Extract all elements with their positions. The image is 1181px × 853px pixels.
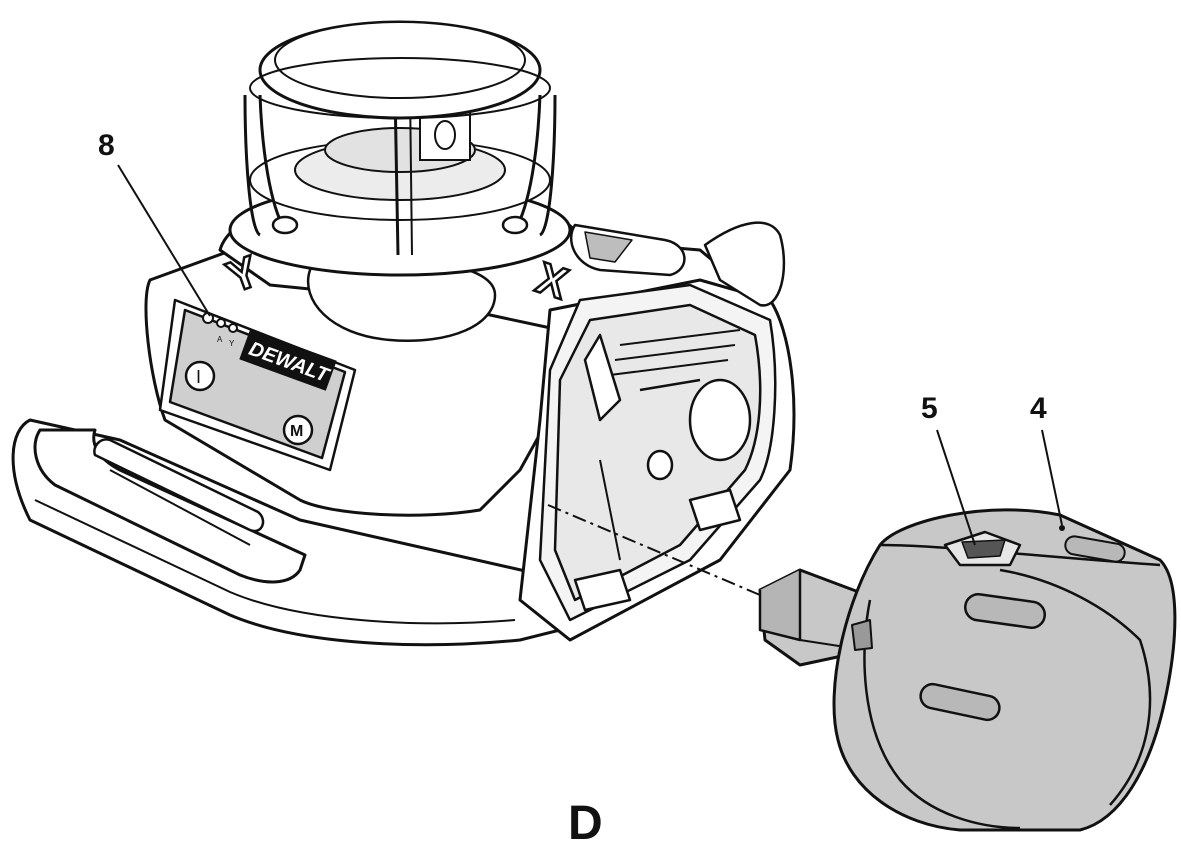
leader-line-4 (1041, 429, 1063, 526)
power-button-symbol: I (196, 367, 201, 387)
power-button[interactable] (184, 360, 216, 392)
mode-button[interactable] (282, 414, 314, 446)
status-led-3 (228, 323, 238, 333)
leader-line-5 (936, 429, 976, 546)
battery-bay (538, 283, 777, 622)
mode-button-symbol: M (290, 423, 303, 440)
rotating-head (228, 20, 572, 277)
figure-label: D (568, 797, 603, 850)
callout-5: 5 (921, 392, 938, 425)
led-label-1: A (217, 335, 223, 344)
callout-8: 8 (98, 129, 115, 162)
leader-line-8 (117, 164, 211, 317)
insertion-path (547, 504, 761, 596)
leader-dot-4 (1059, 525, 1065, 531)
status-led-2 (216, 318, 226, 328)
led-label-2: Y (229, 339, 235, 348)
callout-4: 4 (1030, 392, 1047, 425)
battery-pack (758, 508, 1177, 832)
